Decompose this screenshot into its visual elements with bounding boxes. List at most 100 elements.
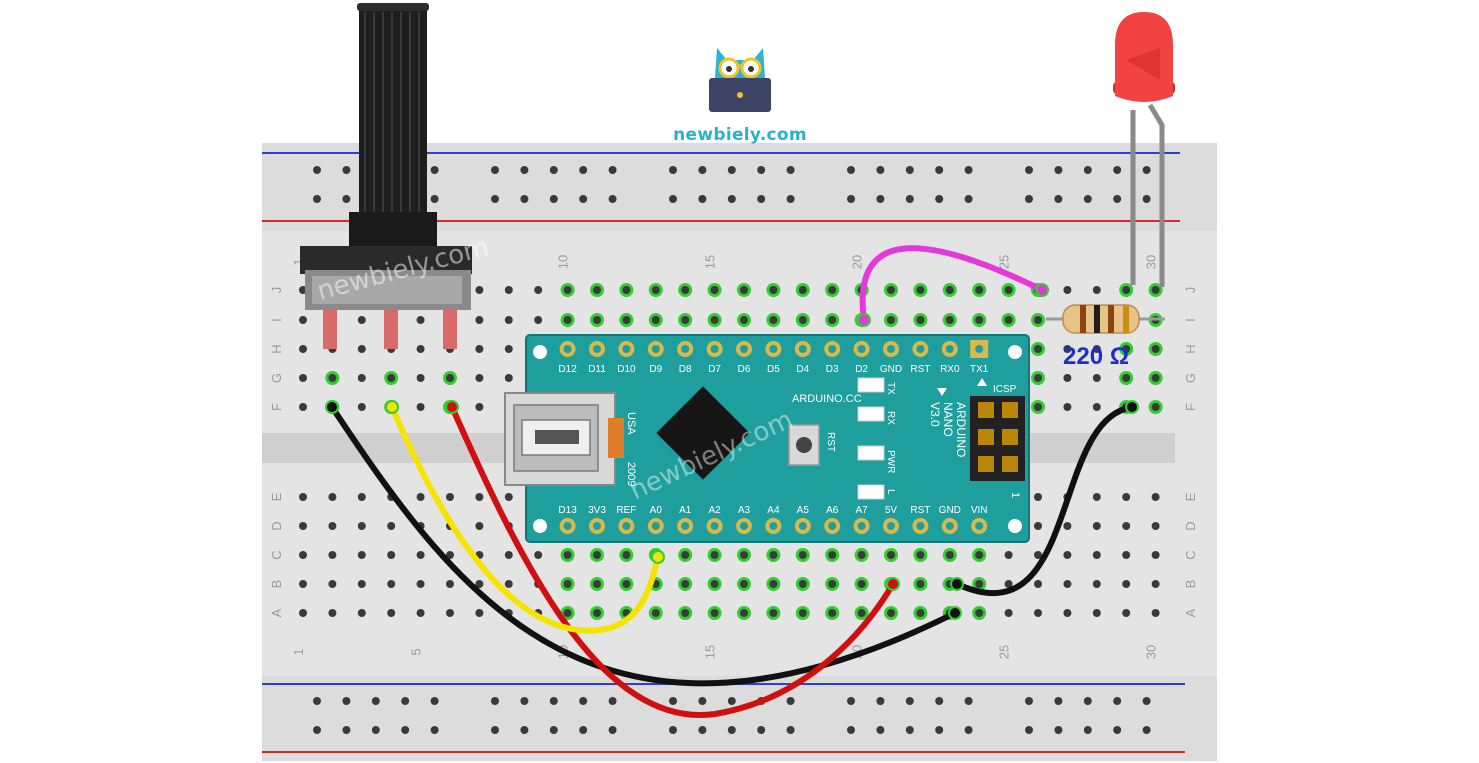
rail-hole [1025, 166, 1033, 174]
breadboard-hole [1004, 286, 1013, 294]
rail-hole [520, 726, 529, 734]
rail-hole [608, 697, 617, 705]
reset-button[interactable] [788, 424, 820, 466]
breadboard-hole [1122, 286, 1131, 294]
rail-hole [876, 697, 885, 705]
pin-label: D5 [767, 364, 780, 375]
rail-hole [608, 195, 617, 203]
pin-label: A6 [826, 505, 839, 516]
rail-hole [1025, 726, 1033, 734]
breadboard-hole [1063, 609, 1072, 617]
breadboard-hole [1034, 316, 1042, 324]
rail-hole [964, 697, 973, 705]
breadboard-hole [387, 609, 396, 617]
breadboard-hole [887, 286, 895, 294]
rail-hole [935, 697, 944, 705]
rail-hole [905, 166, 914, 174]
rail-hole [698, 697, 707, 705]
row-label: J [269, 287, 284, 294]
arduino-pin-hole [622, 345, 631, 353]
brand-label: ARDUINO.CC [792, 393, 862, 405]
column-label: 25 [997, 645, 1012, 659]
arduino-pin-hole [945, 345, 954, 353]
breadboard-hole [1063, 403, 1072, 411]
arduino-pin-hole [828, 345, 837, 353]
breadboard-hole [1122, 345, 1131, 353]
rail-hole [430, 166, 439, 174]
breadboard-hole [1151, 580, 1160, 588]
breadboard-hole [975, 551, 984, 559]
reset-label: RST [825, 432, 836, 452]
rail-hole [371, 697, 380, 705]
wire-end [886, 577, 900, 591]
breadboard-hole [475, 286, 484, 294]
pin-label: A5 [797, 505, 810, 516]
breadboard-hole [740, 609, 748, 617]
breadboard-hole [975, 609, 984, 617]
breadboard-hole [887, 551, 895, 559]
breadboard-hole [798, 609, 807, 617]
breadboard-hole [769, 580, 778, 588]
breadboard-hole [1092, 374, 1101, 382]
breadboard-hole [299, 609, 307, 617]
breadboard-hole [975, 286, 984, 294]
breadboard-hole [681, 286, 690, 294]
column-label: 1 [291, 648, 306, 655]
icsp-pin1-label: 1 [1009, 492, 1021, 498]
rail-hole [876, 195, 885, 203]
breadboard-hole [945, 316, 954, 324]
breadboard-hole [1034, 551, 1042, 559]
rail-hole [430, 726, 439, 734]
breadboard-hole [475, 493, 484, 501]
rail-hole [669, 195, 677, 203]
rail-hole [1083, 195, 1092, 203]
breadboard-hole [1034, 403, 1042, 411]
rail-hole [905, 726, 914, 734]
row-label: G [269, 373, 284, 383]
led-label: L [885, 489, 896, 495]
breadboard-hole [446, 493, 454, 501]
led-label: RX [885, 411, 896, 425]
rail-hole [876, 726, 885, 734]
potentiometer-collar [349, 212, 437, 247]
breadboard-hole [857, 580, 866, 588]
rail-hole [1113, 726, 1122, 734]
breadboard-hole [328, 609, 337, 617]
breadboard-hole [1004, 316, 1013, 324]
rail-hole [371, 726, 380, 734]
mount-hole [1008, 345, 1022, 359]
rail-hole [491, 195, 499, 203]
column-label: 10 [556, 255, 571, 269]
led-label: PWR [885, 450, 896, 473]
usb-port[interactable] [504, 392, 624, 486]
breadboard-hole [563, 316, 572, 324]
breadboard-hole [1151, 493, 1160, 501]
rail-hole [964, 195, 973, 203]
breadboard-hole [769, 316, 778, 324]
rail-hole [1054, 166, 1063, 174]
arduino-pin-hole [622, 522, 631, 530]
rail-hole [757, 166, 766, 174]
rail-hole [313, 195, 321, 203]
rail-hole [1142, 166, 1151, 174]
pin-label: 5V [885, 505, 898, 516]
rail-hole [549, 726, 558, 734]
breadboard-hole [710, 551, 719, 559]
breadboard-hole [798, 580, 807, 588]
status-led [857, 406, 885, 422]
rail-hole [313, 726, 321, 734]
model-line: ARDUINO [954, 402, 968, 457]
mount-hole [1008, 519, 1022, 533]
status-led [857, 445, 885, 461]
rail-hole [401, 726, 410, 734]
rail-hole [491, 726, 499, 734]
breadboard-hole [504, 345, 513, 353]
breadboard-hole [1004, 609, 1013, 617]
pin-label: D6 [738, 364, 751, 375]
rail-hole [1083, 697, 1092, 705]
wire-end [950, 577, 964, 591]
brand-logo: newbiely.com [660, 44, 820, 145]
breadboard-hole [1122, 580, 1131, 588]
led [1113, 12, 1175, 287]
